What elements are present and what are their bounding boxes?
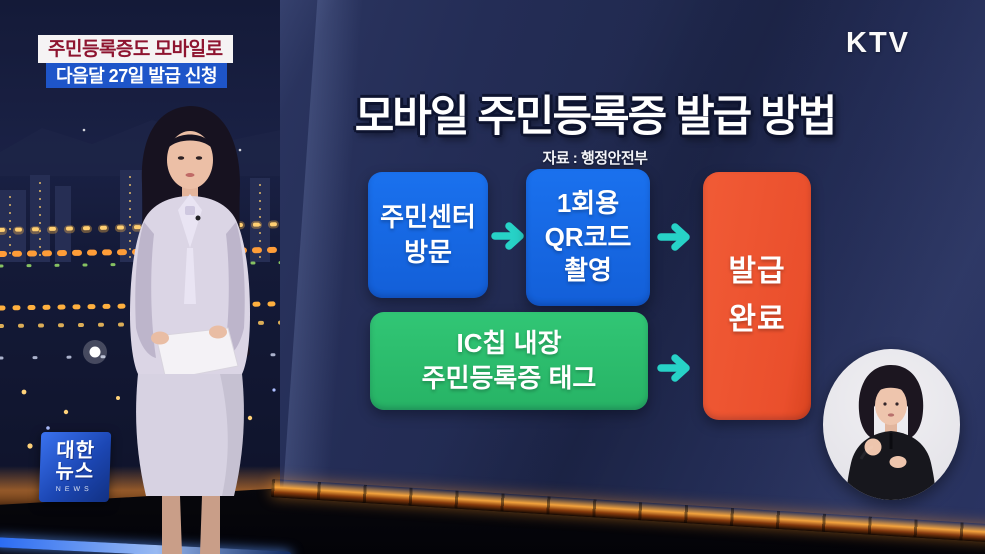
flow-result-issued: 발급 완료 — [703, 172, 811, 420]
flow-step-qr-scan: 1회용 QR코드 촬영 — [526, 169, 650, 306]
flow-step-ic-chip-tag: IC칩 내장 주민등록증 태그 — [370, 312, 648, 410]
arrow-right-icon — [657, 223, 690, 251]
arrow-right-icon — [491, 222, 524, 250]
infographic-title: 모바일 주민등록증 발급 방법 — [354, 93, 838, 141]
sign-language-interpreter — [823, 349, 960, 500]
headline-badge-primary: 주민등록증도 모바일로 — [38, 35, 233, 63]
infographic-source: 자료 : 행정안전부 — [542, 150, 648, 167]
news-anchor-figure — [90, 98, 300, 554]
program-logo-daehan-news: 대한 뉴스 NEWS — [38, 432, 112, 502]
flow-step-visit-center: 주민센터 방문 — [368, 172, 488, 298]
program-logo-line1: 대한 — [55, 440, 96, 462]
headline-badges: 주민등록증도 모바일로 다음달 27일 발급 신청 — [38, 35, 233, 88]
arrow-right-icon — [657, 354, 690, 382]
channel-logo: KTV — [846, 27, 910, 59]
program-logo-line2: 뉴스 — [55, 461, 95, 483]
headline-badge-secondary: 다음달 27일 발급 신청 — [46, 63, 228, 88]
program-logo-caption: NEWS — [55, 486, 93, 493]
